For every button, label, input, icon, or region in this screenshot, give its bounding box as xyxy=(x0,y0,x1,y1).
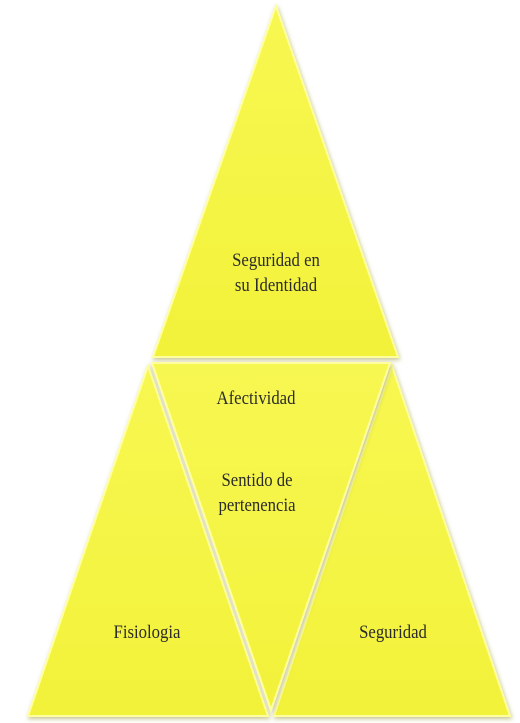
middle-label: Sentido de pertenencia xyxy=(203,468,310,518)
middle-inverted-triangle xyxy=(150,362,392,714)
top-triangle xyxy=(151,2,400,358)
left-label: Fisiologia xyxy=(113,622,181,643)
middle-label-line2: pertenencia xyxy=(218,495,296,516)
left-triangle xyxy=(26,362,270,717)
top-label-line2: su Identidad xyxy=(234,275,318,296)
top-label-line1: Seguridad en xyxy=(232,250,320,271)
right-triangle xyxy=(272,362,512,717)
middle-label-line1: Sentido de xyxy=(221,470,293,491)
right-label: Seguridad xyxy=(359,622,427,643)
top-label: Seguridad en su Identidad xyxy=(212,248,340,298)
middle-title: Afectividad xyxy=(216,388,296,409)
